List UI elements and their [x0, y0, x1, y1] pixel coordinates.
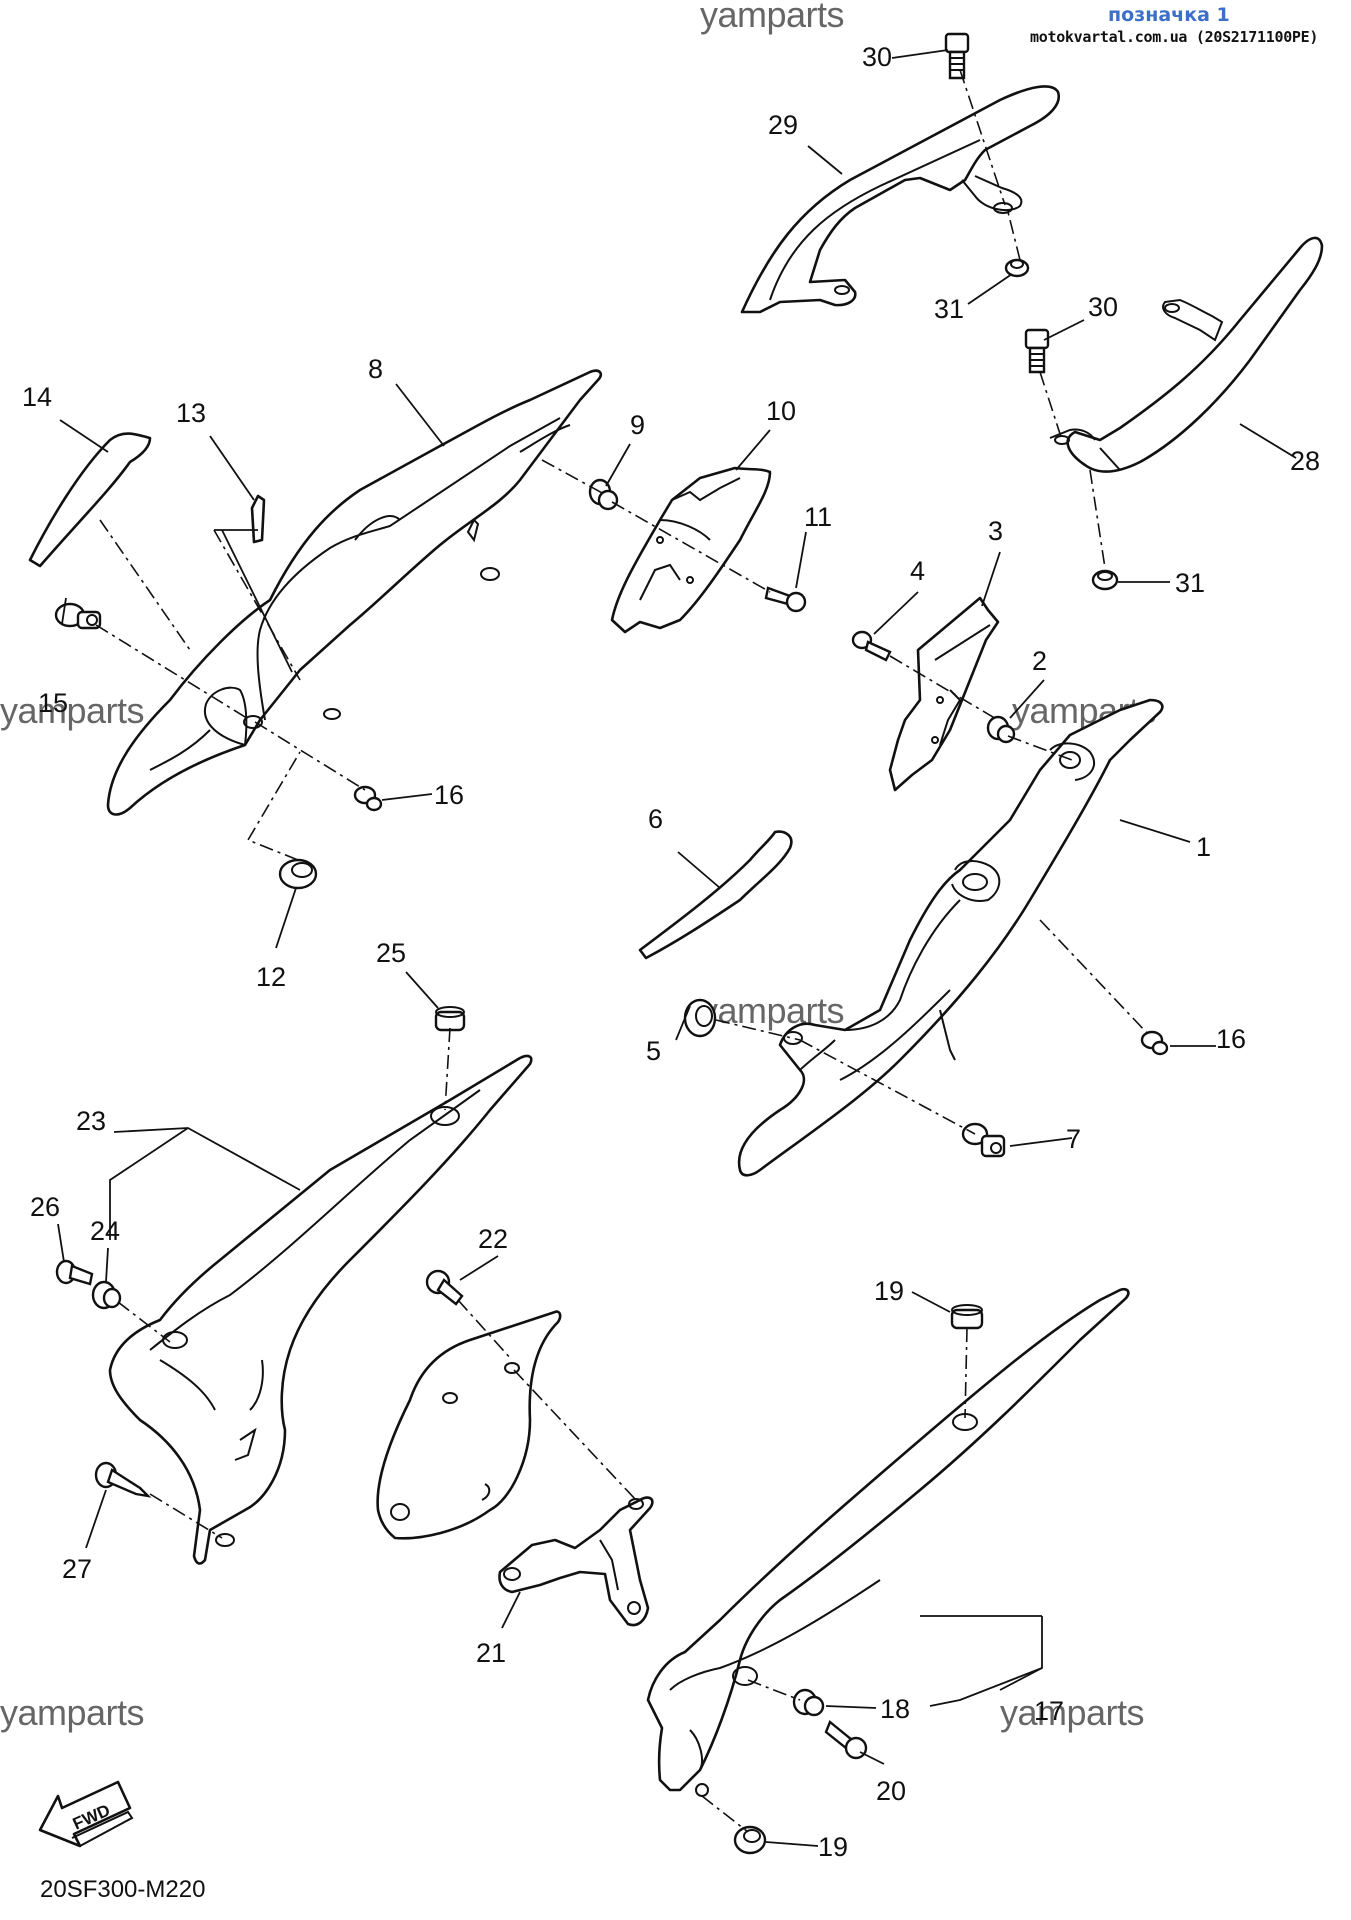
pin-27[interactable]	[94, 1461, 152, 1498]
watermark: yamparts	[1000, 1692, 1145, 1733]
grommet-9[interactable]	[588, 478, 619, 511]
collar-18[interactable]	[792, 1688, 825, 1717]
callout-11: 11	[804, 502, 832, 532]
fwd-arrow-icon: FWD	[38, 1780, 134, 1848]
nut-31-lower[interactable]	[1091, 569, 1119, 591]
callout-28: 28	[1290, 446, 1320, 476]
watermark: yamparts	[700, 990, 845, 1031]
callout-15: 15	[38, 688, 68, 718]
callout-19: 19	[874, 1276, 904, 1306]
callout-12: 12	[256, 962, 286, 992]
grommet-25[interactable]	[434, 1006, 466, 1032]
callout-17: 17	[1034, 1696, 1064, 1726]
part-plate[interactable]	[376, 1310, 562, 1540]
damper-12[interactable]	[278, 858, 318, 890]
grommet-19-lower[interactable]	[733, 1825, 767, 1855]
callout-19: 19	[818, 1832, 848, 1862]
callout-20: 20	[876, 1776, 906, 1806]
callout-2: 2	[1032, 646, 1047, 676]
bolt-20[interactable]	[824, 1720, 868, 1760]
callout-18: 18	[880, 1694, 910, 1724]
callout-6: 6	[648, 804, 663, 834]
callout-16: 16	[1216, 1024, 1246, 1054]
screw-11[interactable]	[764, 586, 807, 613]
callout-25: 25	[376, 938, 406, 968]
diagram-code: 20SF300-M220	[40, 1876, 206, 1903]
part-21-bracket[interactable]	[498, 1496, 654, 1627]
bolt-30-upper[interactable]	[944, 32, 970, 80]
callout-10: 10	[766, 396, 796, 426]
fastener-7[interactable]	[961, 1122, 1006, 1158]
callout-29: 29	[768, 110, 798, 140]
part-28-grab-bar[interactable]	[1049, 236, 1324, 473]
callout-30: 30	[1088, 292, 1118, 322]
header-site: motokvartal.com.ua (20S2171100PE)	[1030, 28, 1319, 46]
part-3-bracket[interactable]	[888, 596, 1000, 792]
callout-27: 27	[62, 1554, 92, 1584]
callout-22: 22	[478, 1224, 508, 1254]
callout-21: 21	[476, 1638, 506, 1668]
clip-16-left[interactable]	[353, 785, 383, 812]
callout-13: 13	[176, 398, 206, 428]
part-14-trim[interactable]	[28, 432, 152, 568]
watermark: yamparts	[0, 1692, 145, 1733]
grommet-19-upper[interactable]	[950, 1304, 984, 1330]
watermark: yamparts	[700, 0, 845, 35]
part-13-clip[interactable]	[250, 494, 266, 544]
callout-31: 31	[934, 294, 964, 324]
clip-16-right[interactable]	[1140, 1030, 1169, 1056]
callout-8: 8	[368, 354, 383, 384]
alignment-lines	[95, 69, 1149, 1833]
leader-lines	[57, 49, 1297, 1847]
callout-4: 4	[910, 556, 925, 586]
part-29-grab-bar[interactable]	[740, 85, 1061, 314]
header-link[interactable]: позначка 1	[1108, 4, 1230, 26]
callout-5: 5	[646, 1036, 661, 1066]
collar-24[interactable]	[91, 1280, 122, 1310]
part-10-bracket[interactable]	[610, 466, 772, 634]
callout-24: 24	[90, 1216, 120, 1246]
part-17-lower-cover[interactable]	[646, 1287, 1130, 1797]
grommet-2[interactable]	[986, 715, 1016, 744]
bolt-30-lower[interactable]	[1024, 328, 1050, 374]
bolt-22[interactable]	[425, 1269, 464, 1306]
callout-3: 3	[988, 516, 1003, 546]
damper-5[interactable]	[683, 998, 717, 1038]
bolt-26[interactable]	[55, 1259, 94, 1286]
callout-30: 30	[862, 42, 892, 72]
part-23-lower-cover[interactable]	[108, 1054, 533, 1565]
part-1-side-cover[interactable]	[737, 698, 1164, 1177]
callout-7: 7	[1066, 1124, 1081, 1154]
part-6-trim[interactable]	[638, 830, 793, 960]
callout-23: 23	[76, 1106, 106, 1136]
callout-31: 31	[1175, 568, 1205, 598]
part-8-side-cover[interactable]	[106, 369, 603, 816]
nut-31-upper[interactable]	[1004, 258, 1030, 278]
callout-numbers: 30 29 31 30 28 31 14 13 8 9 10 11 3 4 2 …	[22, 42, 1320, 1862]
callout-14: 14	[22, 382, 52, 412]
callout-26: 26	[30, 1192, 60, 1222]
callout-1: 1	[1196, 832, 1211, 862]
callout-16: 16	[434, 780, 464, 810]
screw-4[interactable]	[851, 630, 892, 662]
watermark: yamparts	[0, 690, 145, 731]
callout-9: 9	[630, 410, 645, 440]
